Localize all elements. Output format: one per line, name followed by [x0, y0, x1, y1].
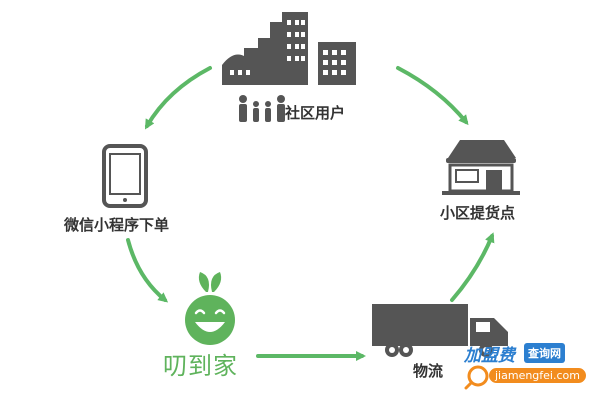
watermark-tag: 查询网 — [524, 343, 565, 363]
arrow-users-to-pickup — [396, 66, 469, 126]
watermark-url: jiamengfei.com — [489, 368, 586, 383]
node-label-users: 社区用户 — [285, 104, 346, 122]
buildings-icon — [222, 12, 356, 85]
smartphone-icon — [102, 144, 148, 208]
family-icon — [239, 95, 285, 122]
node-label-miniprogram: 微信小程序下单 — [64, 216, 170, 234]
node-label-pickup: 小区提货点 — [440, 204, 516, 222]
brand-name: 叨到家 — [163, 352, 238, 380]
node-label-logistics: 物流 — [413, 362, 444, 380]
arrow-users-to-miniprogram — [144, 66, 212, 130]
smiley-logo-icon — [185, 272, 235, 345]
flow-arrows — [126, 66, 495, 361]
arrow-truck-to-pickup — [450, 232, 495, 302]
watermark-name: 加盟费 — [464, 346, 515, 366]
storefront-icon — [442, 140, 520, 195]
truck-icon — [372, 304, 508, 357]
magnifier-icon — [464, 365, 489, 390]
arrow-miniprogram-to-brand — [126, 238, 169, 303]
